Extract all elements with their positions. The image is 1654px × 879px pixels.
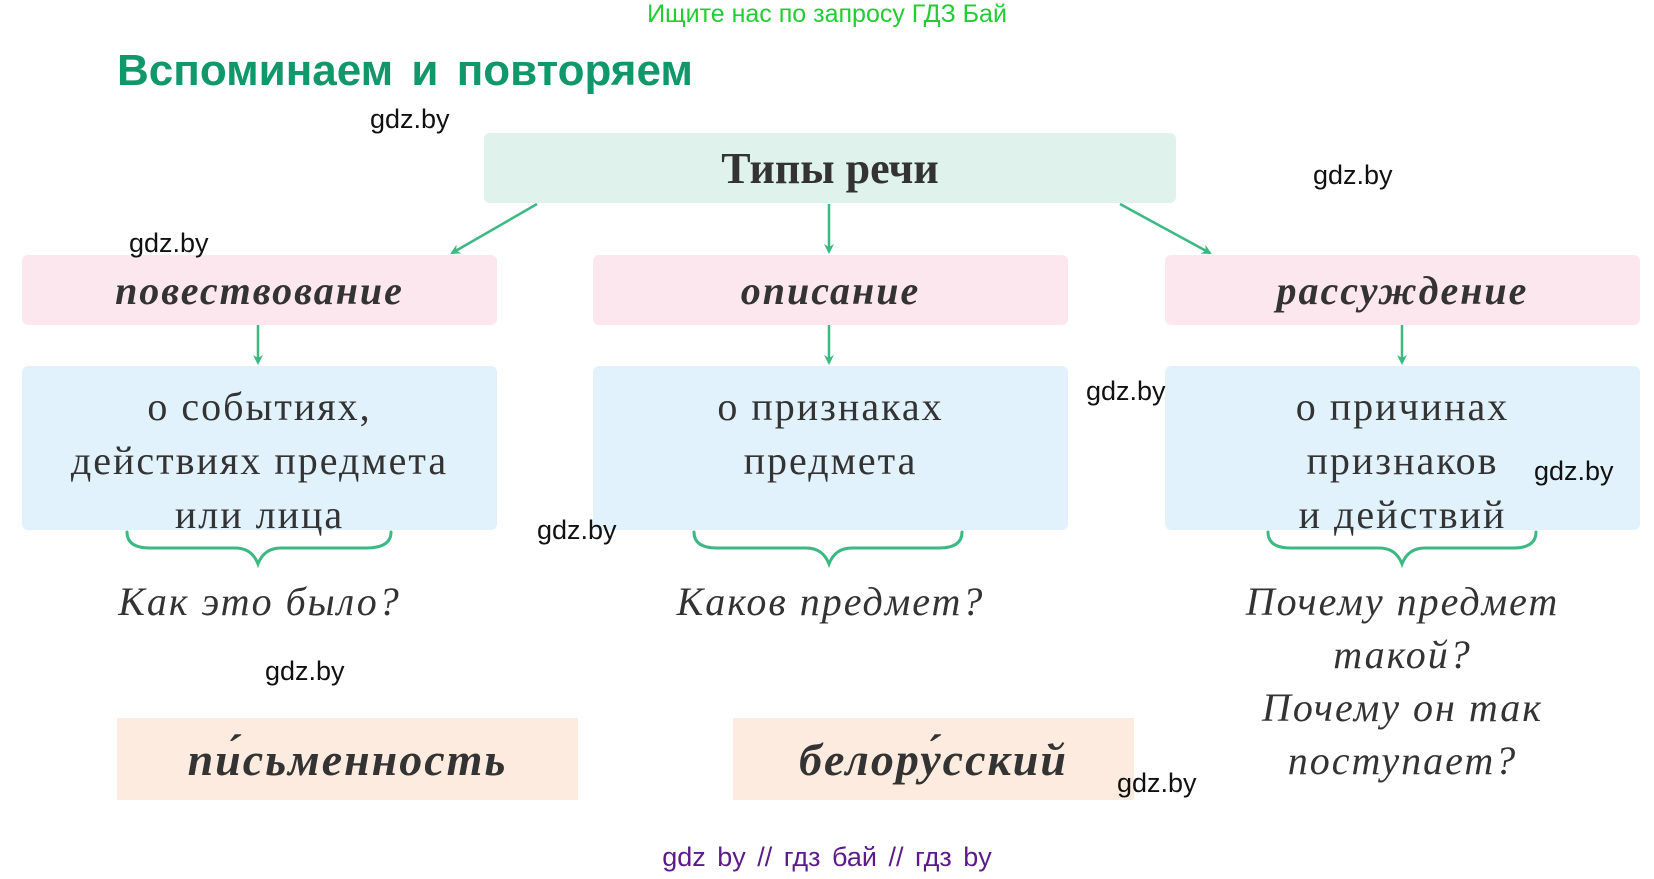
type-label: повествование	[115, 267, 404, 313]
question-line: Почему он так	[1262, 685, 1543, 730]
type-label: рассуждение	[1276, 267, 1529, 313]
watermark: gdz.by	[1117, 768, 1197, 798]
footer-links: gdz by // гдз бай // гдз by	[662, 842, 992, 872]
brace-description	[692, 530, 964, 569]
watermark: gdz.by	[537, 515, 617, 545]
description-node-narration: о событиях, действиях предмета или лица	[22, 366, 497, 537]
question-description: Каков предмет?	[593, 575, 1068, 628]
question-line: такой?	[1333, 632, 1472, 677]
page-title: Вспоминаем и повторяем	[117, 46, 693, 95]
watermark: gdz.by	[1534, 456, 1614, 486]
root-node-speech-types: Типы речи	[484, 133, 1176, 203]
description-line: о причинах	[1295, 384, 1510, 429]
description-line: признаков	[1306, 438, 1499, 483]
type-node-narration: повествование	[22, 255, 497, 325]
vocabulary-word-box: белору́сский	[733, 718, 1134, 800]
root-label: Типы речи	[721, 143, 939, 193]
description-line: и действий	[1298, 492, 1507, 537]
question-narration: Как это было?	[22, 575, 497, 628]
watermark: gdz.by	[1313, 160, 1393, 190]
watermark: gdz.by	[370, 104, 450, 134]
description-line: предмета	[743, 438, 918, 483]
watermark: gdz.by	[129, 228, 209, 258]
brace-reasoning	[1266, 530, 1538, 569]
arrow-to-narration	[450, 202, 538, 255]
description-line: действиях предмета	[70, 438, 449, 483]
arrow-to-reasoning	[1119, 202, 1212, 255]
type-label: описание	[740, 267, 921, 313]
watermark: gdz.by	[265, 656, 345, 686]
vocabulary-word: белору́сский	[799, 733, 1068, 785]
description-line: или лица	[174, 492, 345, 537]
vocabulary-word-box: пи́сьменность	[117, 718, 578, 800]
question-line: поступает?	[1287, 738, 1518, 783]
description-line: о событиях,	[147, 384, 372, 429]
question-reasoning: Почему предмет такой? Почему он так пост…	[1165, 575, 1640, 787]
question-line: Как это было?	[118, 579, 401, 624]
type-node-reasoning: рассуждение	[1165, 255, 1640, 325]
description-line: о признаках	[717, 384, 944, 429]
vocabulary-word: пи́сьменность	[187, 733, 508, 785]
description-node-description: о признаках предмета	[593, 366, 1068, 530]
search-hint-banner: Ищите нас по запросу ГДЗ Бай	[647, 0, 1007, 28]
description-node-reasoning: о причинах признаков и действий	[1165, 366, 1640, 537]
type-node-description: описание	[593, 255, 1068, 325]
question-line: Каков предмет?	[676, 579, 985, 624]
question-line: Почему предмет	[1245, 579, 1560, 624]
watermark: gdz.by	[1086, 376, 1166, 406]
brace-narration	[125, 530, 393, 569]
